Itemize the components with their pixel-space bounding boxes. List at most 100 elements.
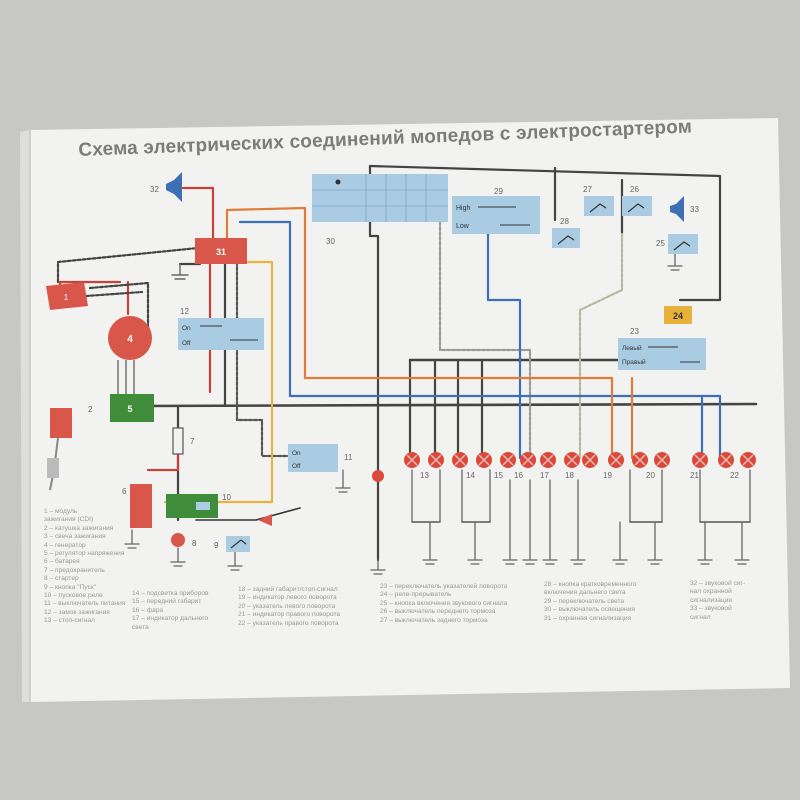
flasher-relay-24 bbox=[664, 306, 692, 324]
alarm-31 bbox=[195, 238, 247, 264]
legend-entry: 20 – указатель левого поворота bbox=[238, 602, 336, 610]
label-25: 25 bbox=[656, 239, 665, 248]
switch-23-left: Левый bbox=[622, 344, 642, 352]
battery-6 bbox=[130, 484, 152, 528]
legend-entry: 17 – индикатор дальнего bbox=[132, 615, 209, 623]
starter-8 bbox=[171, 533, 185, 547]
label-24: 24 bbox=[673, 311, 683, 321]
legend-entry: 6 – батарея bbox=[44, 558, 80, 566]
label-28: 28 bbox=[560, 217, 569, 226]
legend-entry: 28 – кнопка кратковременного bbox=[544, 581, 637, 588]
label-31: 31 bbox=[216, 247, 226, 257]
legend-entry: 8 – стартер bbox=[44, 575, 79, 583]
label-9: 9 bbox=[214, 541, 219, 550]
legend-entry: света bbox=[132, 623, 149, 631]
switch-12-on: On bbox=[182, 325, 191, 332]
label-21: 21 bbox=[690, 471, 699, 480]
label-23: 23 bbox=[630, 327, 639, 336]
lamp-filament-icon bbox=[430, 454, 442, 466]
legend-entry: 14 – подсветка приборов bbox=[132, 590, 209, 597]
label-4: 4 bbox=[127, 334, 133, 345]
label-16: 16 bbox=[514, 471, 523, 480]
legend-entry: 32 – звуковой сиг- bbox=[690, 580, 746, 587]
legend-entry: 29 – переключатель света bbox=[544, 597, 625, 605]
ignition-coil-2 bbox=[50, 408, 72, 438]
legend-entry: 25 – кнопка включения звукового сигнала bbox=[380, 599, 508, 607]
generator-4 bbox=[108, 316, 152, 360]
legend-entry: 9 – кнопка "Пуск" bbox=[44, 583, 97, 591]
diode bbox=[258, 514, 272, 526]
spark-plug-3 bbox=[47, 458, 59, 478]
lamp-filament-icon bbox=[634, 454, 646, 466]
wire-main-black bbox=[138, 402, 758, 408]
legend-entry: 7 – предохранитель bbox=[44, 566, 105, 574]
relay-coil bbox=[196, 502, 210, 510]
legend-entry: зажигания (CDI) bbox=[44, 516, 94, 524]
legend-entry: 22 – указатель правого поворота bbox=[238, 619, 339, 627]
turn-switch-23 bbox=[618, 338, 706, 370]
wire-orange bbox=[225, 206, 614, 460]
legend-entry: 19 – индикатор левого поворота bbox=[238, 594, 337, 602]
label-1: 1 bbox=[64, 293, 69, 302]
wire-dashed-11 bbox=[235, 260, 302, 458]
lamp-filament-icon bbox=[694, 454, 706, 466]
label-26: 26 bbox=[630, 185, 639, 194]
legend-entry: 31 – охранная сигнализация bbox=[544, 614, 632, 622]
light-switch-29 bbox=[452, 196, 540, 234]
legend-entry: 26 – выключатель переднего тормоза bbox=[380, 608, 496, 616]
label-29: 29 bbox=[494, 187, 503, 196]
label-5: 5 bbox=[127, 404, 132, 414]
legend-entry: 1 – модуль bbox=[44, 508, 78, 515]
lamp-center bbox=[372, 470, 384, 482]
lamp-filament-icon bbox=[610, 454, 622, 466]
switch-23-right: Правый bbox=[622, 358, 646, 366]
legend-entry: 11 – выключатель питания bbox=[44, 600, 126, 608]
power-switch-11 bbox=[288, 444, 338, 472]
legend-entry: 18 – задний габарит/стоп-сигнал bbox=[238, 586, 338, 593]
legend-entry: нал охранной bbox=[690, 588, 732, 596]
legend-entry: 5 – регулятор напряжения bbox=[44, 550, 125, 558]
label-11: 11 bbox=[344, 453, 353, 462]
ignition-switch-12 bbox=[178, 318, 264, 350]
lamp-filament-icon bbox=[522, 454, 534, 466]
legend-entry: 15 – передний габарит bbox=[132, 598, 202, 606]
wire-lamp-drops bbox=[408, 358, 484, 460]
wire-yellow bbox=[163, 260, 274, 504]
legend-entry: 24 – реле-прерыватель bbox=[380, 591, 452, 599]
horn-33 bbox=[670, 196, 684, 222]
legend-entry: сигнал bbox=[690, 613, 711, 621]
horn-button-25 bbox=[668, 234, 698, 254]
legend-entry: 33 – звуковой bbox=[690, 605, 732, 613]
lamp-filament-icon bbox=[454, 454, 466, 466]
switch-12-off: Off bbox=[182, 340, 191, 347]
legend-entry: 21 – индикатор правого поворота bbox=[238, 611, 341, 619]
label-18: 18 bbox=[565, 471, 574, 480]
legend-entry: сигнализации bbox=[690, 596, 733, 604]
label-14: 14 bbox=[466, 471, 475, 480]
label-22: 22 bbox=[730, 471, 739, 480]
label-30: 30 bbox=[326, 237, 335, 246]
label-6: 6 bbox=[122, 487, 127, 496]
start-button-9 bbox=[226, 536, 250, 552]
legend-entry: включения дальнего света bbox=[544, 589, 626, 597]
alarm-horn-32 bbox=[166, 172, 182, 202]
lamp-filament-icon bbox=[742, 454, 754, 466]
lamp-filament-icon bbox=[406, 454, 418, 466]
starter-relay-10 bbox=[166, 494, 218, 518]
front-brake-switch-26 bbox=[622, 196, 652, 216]
legend-entry: 27 – выключатель заднего тормоза bbox=[380, 616, 488, 624]
legend-entry: 4 – генератор bbox=[44, 541, 86, 549]
label-17: 17 bbox=[540, 471, 549, 480]
legend-entry: 13 – стоп-сигнал bbox=[44, 617, 95, 625]
label-19: 19 bbox=[603, 471, 612, 480]
legend-entry: 10 – пусковое реле bbox=[44, 592, 103, 600]
legend-entry: 30 – выключатель освещения bbox=[544, 606, 635, 614]
label-13: 13 bbox=[420, 471, 429, 480]
